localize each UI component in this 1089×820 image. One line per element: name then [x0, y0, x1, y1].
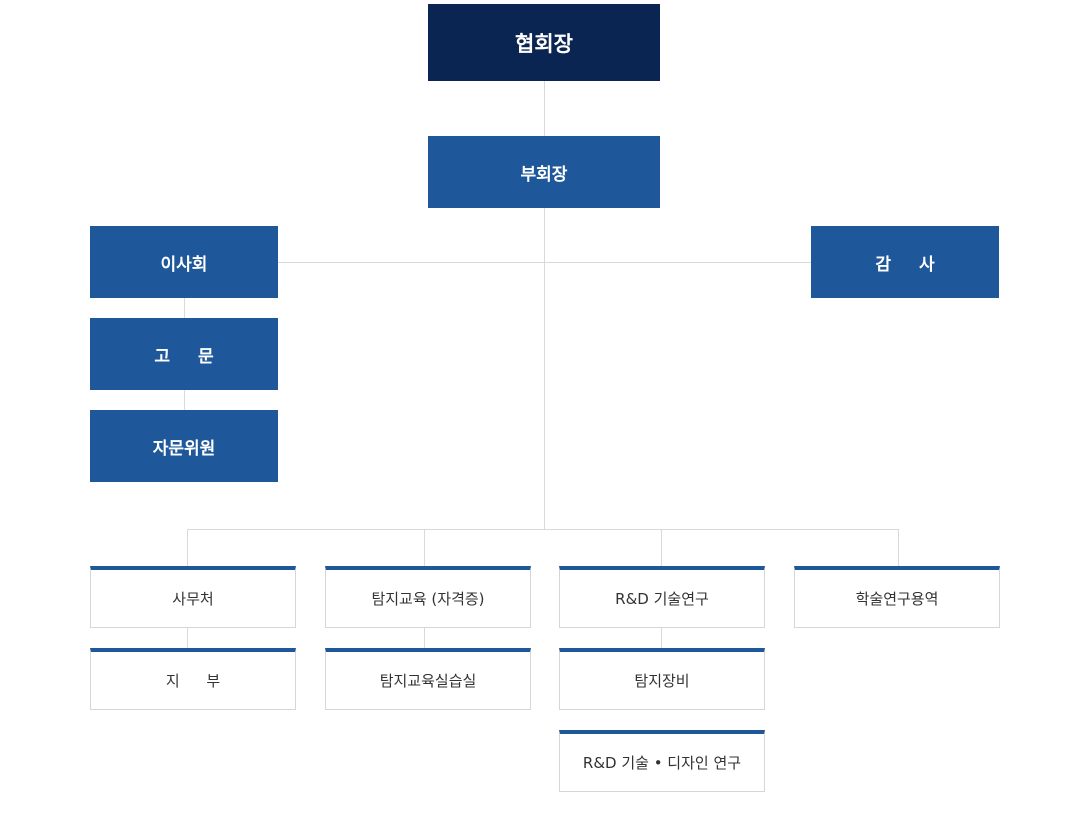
- connector-dept-1: [187, 529, 188, 566]
- connector-dept-2: [424, 529, 425, 566]
- dept-detection-education-box: 탐지교육 (자격증): [325, 566, 531, 628]
- dept-office-box: 사무처: [90, 566, 296, 628]
- connector-dept-2-child: [424, 628, 425, 648]
- connector-president-vice: [544, 81, 545, 136]
- dept-rnd-design-box: R&D 기술 • 디자인 연구: [559, 730, 765, 792]
- dept-rnd-box: R&D 기술연구: [559, 566, 765, 628]
- connector-dept-4: [898, 529, 899, 566]
- dept-education-lab-box: 탐지교육실습실: [325, 648, 531, 710]
- connector-advisor-committee: [184, 390, 185, 410]
- connector-horizontal-board-auditor: [278, 262, 811, 263]
- connector-board-advisor: [184, 298, 185, 318]
- connector-trunk: [544, 208, 545, 530]
- dept-academic-research-box: 학술연구용역: [794, 566, 1000, 628]
- advisor-box: 고 문: [90, 318, 278, 390]
- connector-departments-horizontal: [187, 529, 899, 530]
- connector-dept-3-child: [661, 628, 662, 648]
- connector-dept-1-child: [187, 628, 188, 648]
- board-box: 이사회: [90, 226, 278, 298]
- auditor-box: 감 사: [811, 226, 999, 298]
- dept-detection-equipment-box: 탐지장비: [559, 648, 765, 710]
- advisory-committee-box: 자문위원: [90, 410, 278, 482]
- connector-dept-3: [661, 529, 662, 566]
- vice-president-box: 부회장: [428, 136, 660, 208]
- dept-branch-box: 지 부: [90, 648, 296, 710]
- president-box: 협회장: [428, 4, 660, 81]
